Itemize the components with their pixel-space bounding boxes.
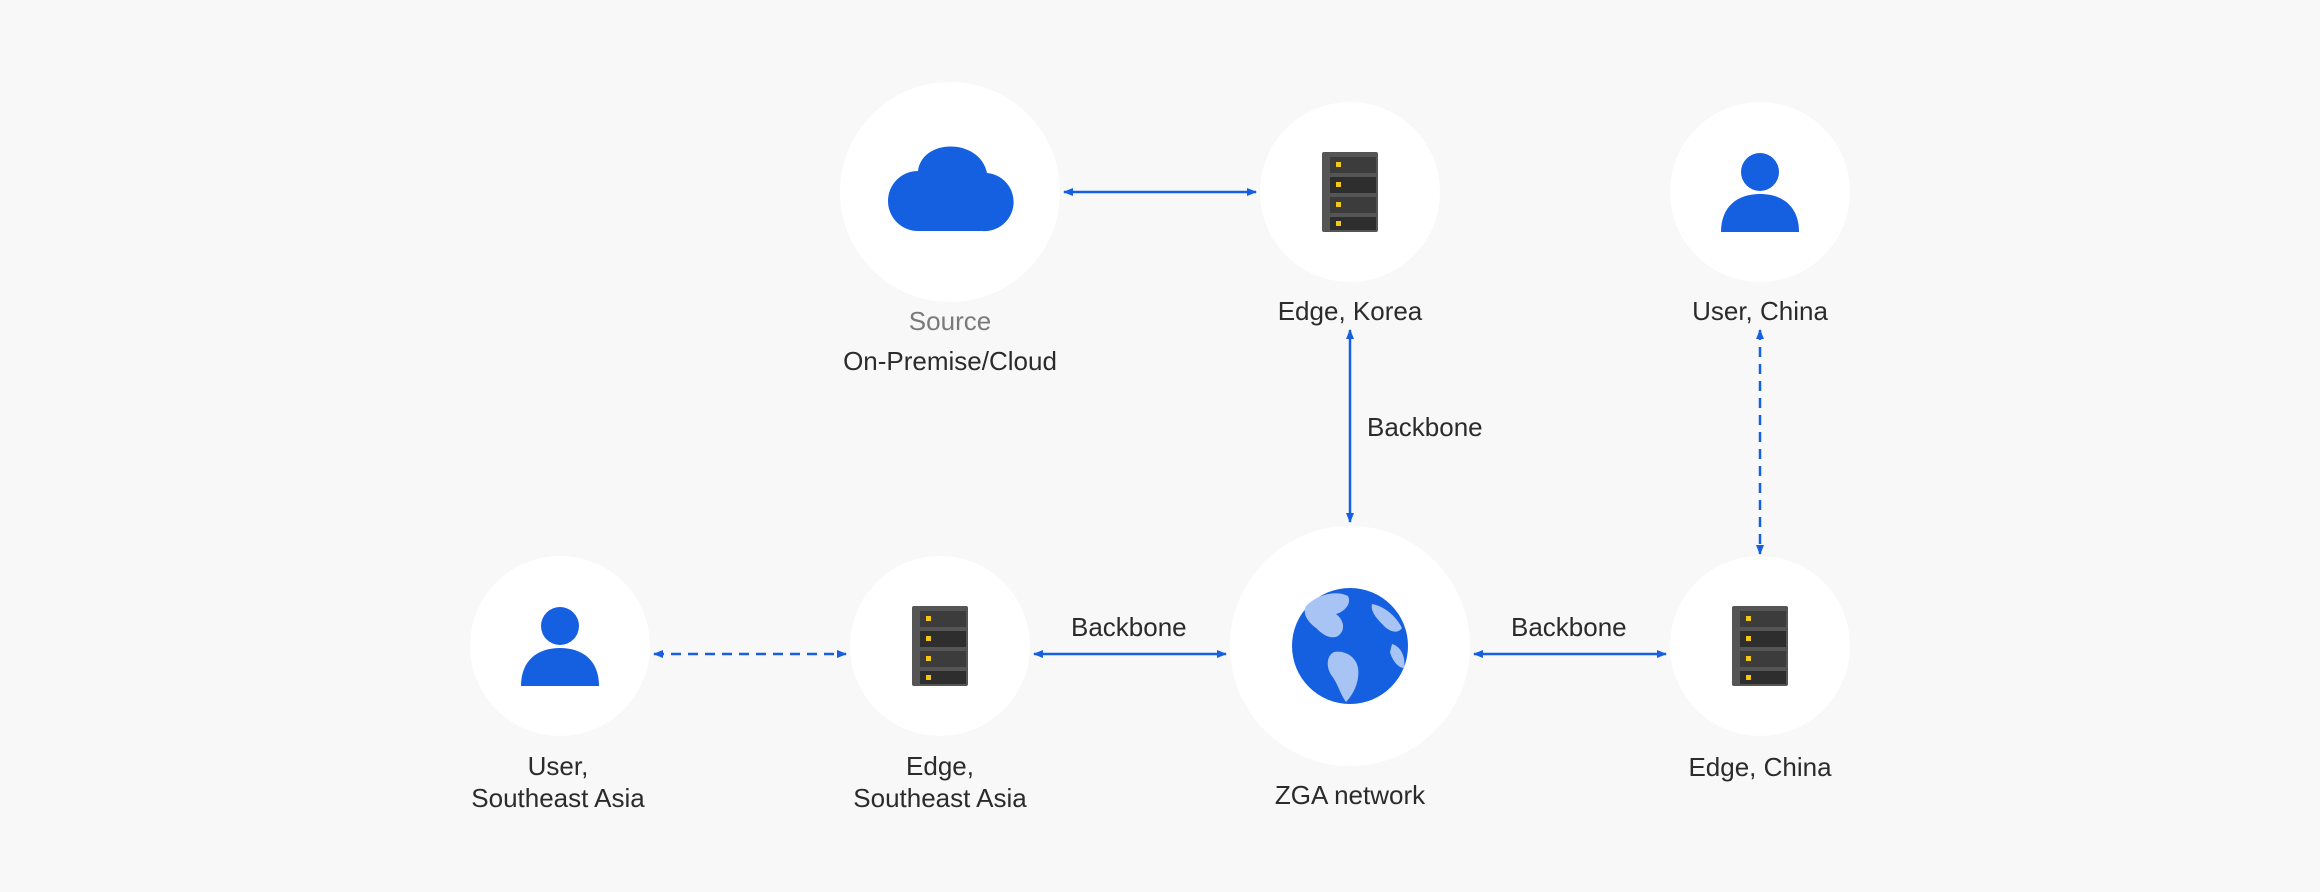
node-edge-china — [1670, 556, 1850, 736]
connections — [653, 188, 1764, 658]
cloud-icon — [888, 146, 1014, 232]
node-user-southeast-asia — [470, 556, 650, 736]
user-southeast-asia-label: User, Southeast Asia — [471, 750, 644, 814]
node-zga-network — [1230, 526, 1470, 766]
globe-icon — [1292, 588, 1408, 704]
server-icon — [912, 606, 968, 686]
node-edge-korea — [1260, 102, 1440, 282]
node-user-china — [1670, 102, 1850, 282]
backbone-label-korea: Backbone — [1367, 412, 1483, 442]
edge-southeast-asia-label-line2: Southeast Asia — [853, 783, 1027, 813]
edge-korea-label: Edge, Korea — [1277, 296, 1423, 326]
edge-southeast-asia-label-line1: Edge, — [906, 751, 974, 781]
node-source — [840, 82, 1060, 302]
source-caption: Source — [908, 306, 992, 336]
edge-southeast-asia-label: Edge, Southeast Asia — [853, 750, 1026, 814]
user-southeast-asia-label-line2: Southeast Asia — [471, 783, 645, 813]
source-label: On-Premise/Cloud — [843, 346, 1057, 376]
user-china-label: User, China — [1692, 296, 1828, 326]
backbone-label-southeast-asia: Backbone — [1071, 612, 1187, 642]
user-southeast-asia-label-line1: User, — [527, 751, 589, 781]
backbone-label-china: Backbone — [1511, 612, 1627, 642]
zga-network-label: ZGA network — [1274, 780, 1426, 810]
server-icon — [1322, 152, 1378, 232]
node-edge-southeast-asia — [850, 556, 1030, 736]
server-icon — [1732, 606, 1788, 686]
edge-china-label: Edge, China — [1688, 752, 1832, 782]
